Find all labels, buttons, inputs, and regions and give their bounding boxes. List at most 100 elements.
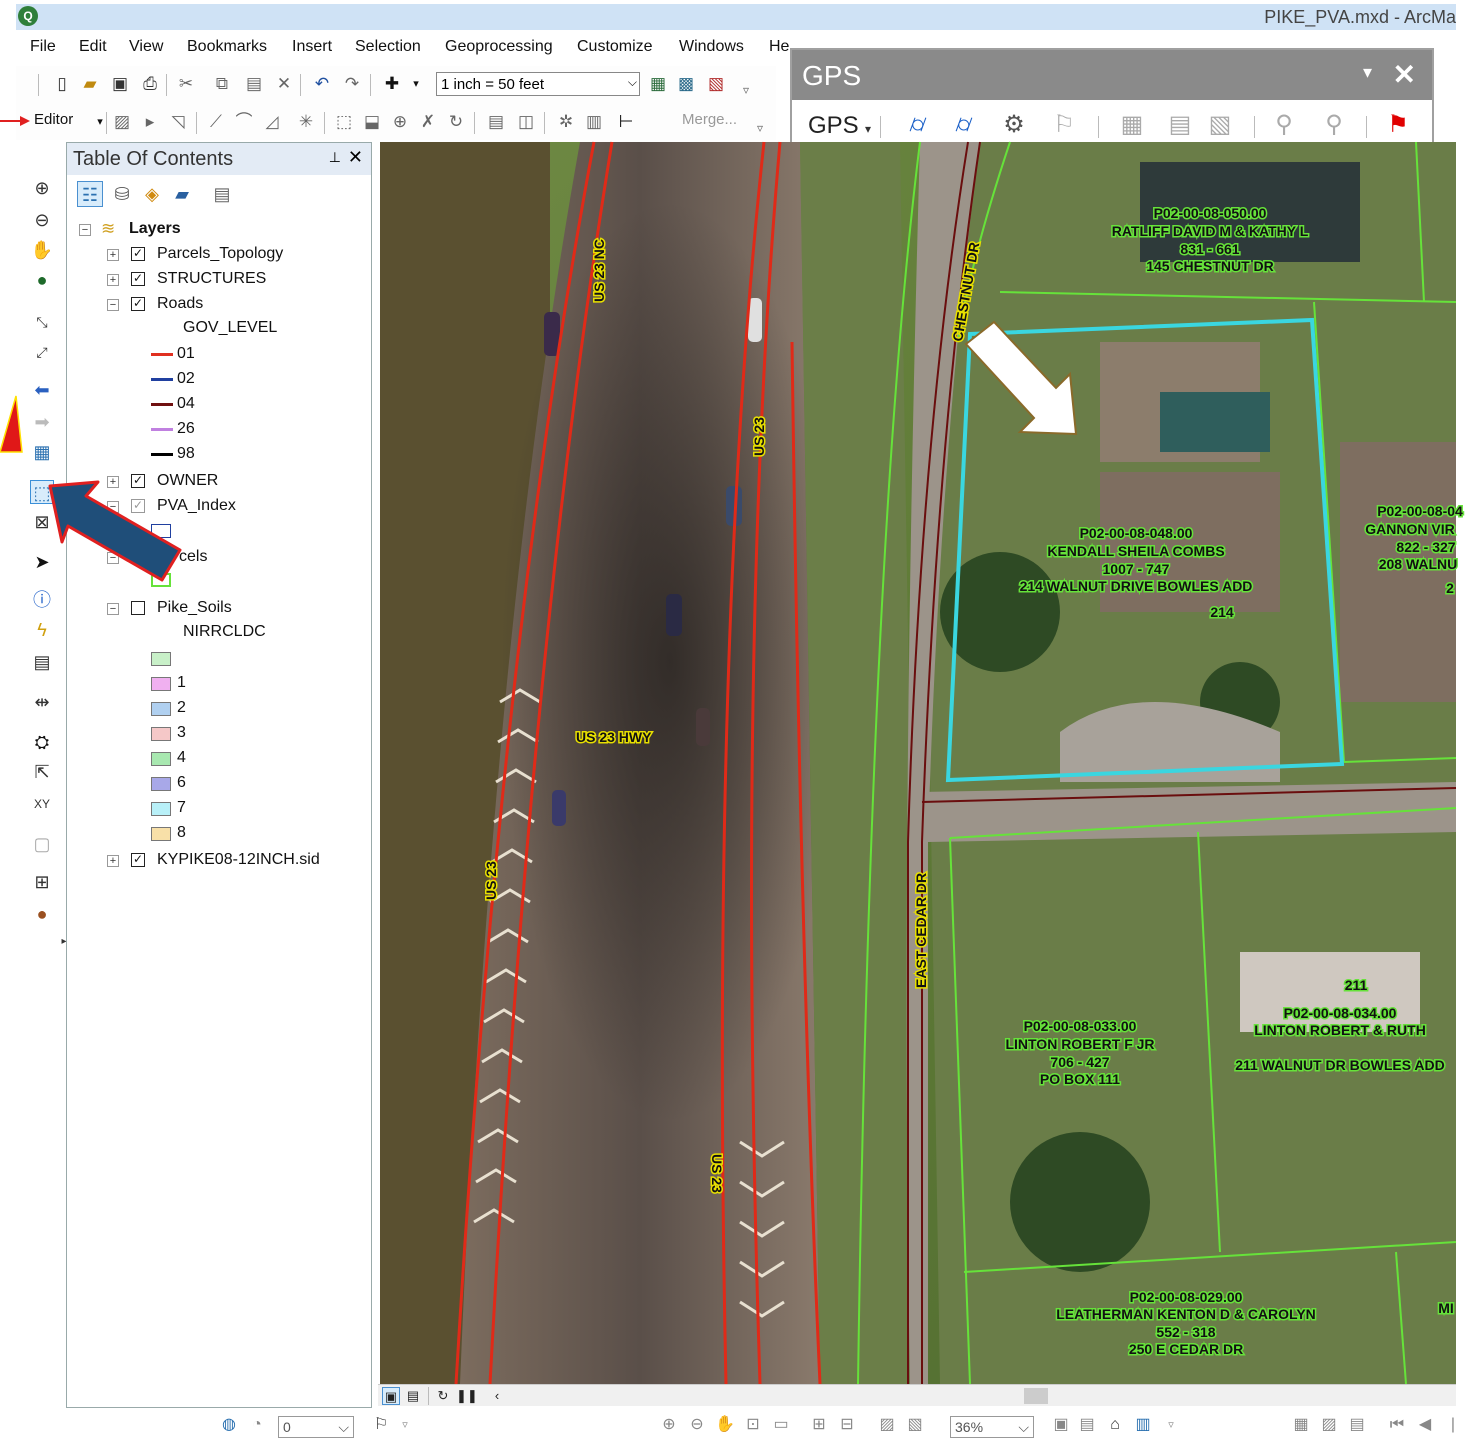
fixed-zoom-out-page-icon[interactable]: ⊟ [840,1416,854,1433]
soils-class-8[interactable]: 8 [151,823,271,845]
gps-disconnect-icon[interactable]: ⌭ [955,111,973,138]
pan-page-icon[interactable]: ✋ [715,1416,735,1433]
expand-icon[interactable]: + [107,476,119,488]
fixed-zoom-in-icon[interactable]: ⤡ [36,314,48,330]
soils-class-3[interactable]: 3 [151,723,271,745]
pause-drawing-icon[interactable]: ❚❚ [456,1388,478,1403]
zoom-out-page-icon[interactable]: ⊖ [690,1416,704,1433]
arcmap-app-icon[interactable]: Q [18,6,38,26]
gps-log-setup-icon[interactable]: ▦ [1120,111,1144,138]
menu-file[interactable]: File [30,38,56,55]
expand-icon[interactable]: + [107,249,119,261]
map-view[interactable]: US 23 NC US 23 US 23 HWY US 23 US 23 CHE… [380,141,1465,1385]
clear-selection-icon[interactable]: ⊠ [34,512,50,532]
editor-toolbar-icon[interactable]: ▦ [649,74,667,93]
menu-edit[interactable]: Edit [79,38,107,55]
copy-icon[interactable]: ⧉ [215,74,229,93]
zoom-in-icon[interactable]: ⊕ [34,178,50,198]
soils-class-6[interactable]: 6 [151,773,271,795]
end-point-arc-icon[interactable]: ⌒ [235,112,253,131]
roads-class-01[interactable]: 01 [151,344,271,366]
map-scale-input[interactable]: 1 inch = 50 feet ⌵ [436,72,640,96]
save-icon[interactable]: ▣ [111,74,129,93]
toc-layer-roads[interactable]: − ✓ Roads [107,294,357,316]
toolbar-options-icon[interactable]: ▿ [742,83,750,97]
redo-icon[interactable]: ↷ [344,74,360,93]
catalog-window-icon[interactable]: ▩ [677,74,695,93]
pan-icon[interactable]: ✋ [30,240,54,260]
trace-icon[interactable]: ◿ [265,112,279,131]
go-to-xy-icon[interactable]: ▦ [33,442,51,462]
chevron-down-icon[interactable]: ⌵ [627,75,637,89]
gps-open-log-icon[interactable]: ⚐ [1053,111,1075,138]
toc-layers-root[interactable]: − ≋ Layers [79,219,279,241]
roads-class-02[interactable]: 02 [151,369,271,391]
soils-class-2[interactable]: 2 [151,698,271,720]
zoom-whole-page-icon[interactable]: ⊡ [746,1416,760,1433]
add-data-icon[interactable]: ✚ [384,74,400,93]
time-slider-icon[interactable]: ▢ [33,834,51,854]
previous-page-icon[interactable]: ◀ [1418,1416,1432,1433]
paste-icon[interactable]: ▤ [245,74,263,93]
hyperlink-icon[interactable]: ϟ [37,620,47,640]
data-driven-table-icon[interactable]: ▤ [1349,1416,1365,1433]
flag-icon[interactable]: ⚐ [373,1416,389,1433]
reshape-feature-icon[interactable]: ⬓ [363,112,381,131]
gps-menu-button[interactable]: GPS [808,112,859,139]
editor-dropdown-icon[interactable]: ▾ [97,116,103,128]
straight-segment-icon[interactable]: ⟋ [210,112,222,131]
gps-connect-icon[interactable]: ⌭ [909,111,927,138]
html-popup-icon[interactable]: ▤ [33,652,51,672]
zoom-out-icon[interactable]: ⊖ [34,210,50,230]
menu-selection[interactable]: Selection [355,38,421,55]
menu-bookmarks[interactable]: Bookmarks [187,38,268,55]
rotate-tool-icon[interactable]: ↻ [448,112,464,131]
toolbar-options-icon[interactable]: ▿ [756,121,764,135]
edit-annotation-icon[interactable]: ▸ [145,112,155,131]
open-folder-icon[interactable]: ▰ [83,74,97,93]
editor-menu-button[interactable]: Editor [34,111,74,128]
layer-visibility-checkbox[interactable]: ✓ [131,246,145,261]
first-page-icon[interactable]: ⏮ [1389,1416,1405,1433]
collapse-icon[interactable]: − [107,299,119,311]
selected-parcel-outline[interactable] [945,317,1345,783]
gps-close-icon[interactable]: ✕ [1392,59,1416,90]
soils-class-4[interactable]: 4 [151,748,271,770]
go-forward-extent-icon[interactable]: ▧ [907,1416,923,1433]
cut-icon[interactable]: ✂ [178,74,194,93]
map-canvas[interactable]: US 23 NC US 23 US 23 HWY US 23 US 23 CHE… [380,141,1465,1385]
collapse-icon[interactable]: − [107,603,119,615]
edit-vertices-icon[interactable]: ◹ [171,112,185,131]
gps-stream-log-icon[interactable]: ▤ [1168,111,1192,138]
go-to-xy-tool-icon[interactable]: XY [33,797,50,811]
menu-geoprocessing[interactable]: Geoprocessing [445,38,553,55]
cut-polygons-icon[interactable]: ⊕ [392,112,408,131]
full-extent-icon[interactable]: ● [36,270,48,290]
find-route-icon[interactable]: ⇱ [34,762,50,782]
menu-windows[interactable]: Windows [679,38,744,55]
delete-icon[interactable]: ✕ [276,74,292,93]
attributes-icon[interactable]: ▤ [487,112,505,131]
toggle-draft-mode-icon[interactable]: ▣ [1053,1416,1069,1433]
measure-icon[interactable]: ⇹ [34,692,50,712]
find-icon[interactable]: ⛭ [34,732,50,752]
menu-customize[interactable]: Customize [577,38,653,55]
close-icon[interactable]: ✕ [347,147,363,167]
select-elements-icon[interactable]: ➤ [34,552,50,572]
globe-icon[interactable]: ● [36,904,48,924]
data-driven-refresh-icon[interactable]: ▨ [1321,1416,1337,1433]
focus-data-frame-icon[interactable]: ▤ [1079,1416,1095,1433]
arctoolbox-icon[interactable]: ▧ [707,74,725,93]
toolbar-options-icon[interactable]: ▿ [402,1419,408,1431]
zoom-100-icon[interactable]: ▭ [773,1416,789,1433]
gps-flag-icon[interactable]: ⚑ [1387,111,1409,138]
zoom-in-page-icon[interactable]: ⊕ [662,1416,676,1433]
list-by-visibility-icon[interactable]: ◈ [145,184,159,204]
back-extent-icon[interactable]: ⬅ [34,380,50,400]
data-driven-setup-icon[interactable]: ▦ [1293,1416,1309,1433]
chevron-down-icon[interactable]: ⌵ [338,1419,349,1435]
gps-settings-icon[interactable]: ⚙ [1003,111,1025,138]
layer-visibility-checkbox[interactable]: ✓ [131,473,145,488]
edit-sketch-icon[interactable]: ▥ [585,112,603,131]
gps-title-bar[interactable]: GPS ▾ ✕ [792,50,1432,100]
